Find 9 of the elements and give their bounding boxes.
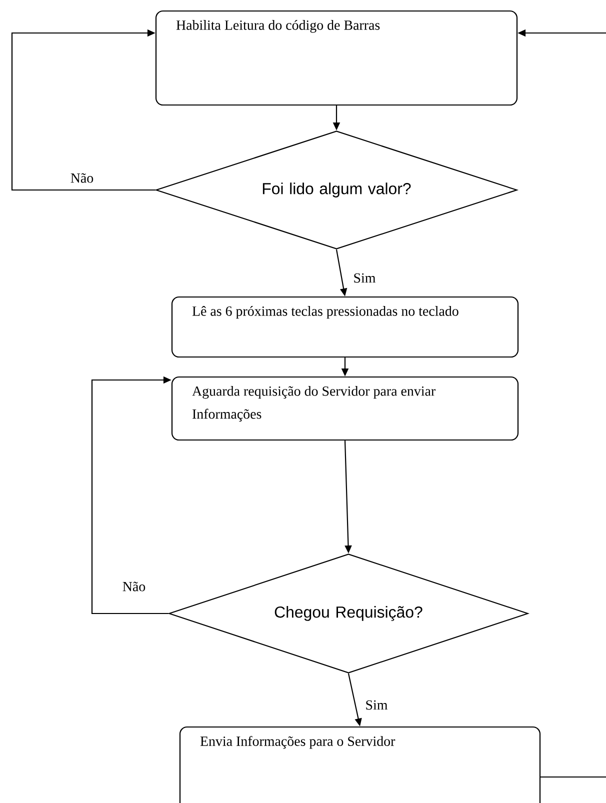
edge-label: Sim	[364, 699, 389, 711]
process-box: Lê as 6 próximas teclas pressionadas no teclado	[171, 296, 519, 358]
process-box: Habilita Leitura do código de Barras	[155, 10, 518, 106]
process-box: Aguarda requisição do Servidor para enviar Informações	[171, 376, 519, 441]
edge-label: Não	[121, 580, 147, 592]
arrow	[11, 29, 156, 191]
edge-label: Sim	[352, 272, 377, 284]
edge-label: Não	[69, 172, 95, 184]
process-box: Envia Informações para o Servidor	[179, 726, 541, 803]
